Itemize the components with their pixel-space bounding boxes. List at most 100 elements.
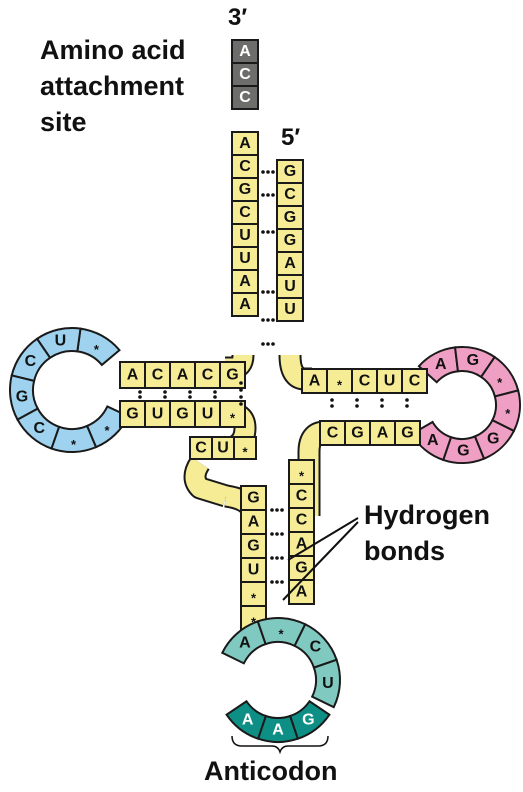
hbond-dot [239, 395, 243, 399]
base-letter: C [202, 367, 214, 384]
base-letter: A [248, 514, 260, 531]
hbond-dot [275, 580, 279, 584]
hydrogen-bonds-label-line-1: Hydrogen [364, 497, 490, 533]
base-letter: C [409, 373, 421, 390]
hbond-dot [266, 290, 270, 294]
attachment-label-line-3: site [40, 104, 87, 140]
base-letter: U [322, 675, 334, 692]
base-letter: A [127, 367, 139, 384]
hbond-dot [163, 395, 167, 399]
base-letter: C [152, 367, 164, 384]
hbond-dot [270, 532, 274, 536]
hbond-dot [138, 390, 142, 394]
hbond-dot [266, 342, 270, 346]
base-letter: U [202, 406, 214, 423]
hbond-dot [266, 170, 270, 174]
hbond-dot [213, 390, 217, 394]
d-stem-top-strand: ACACG [120, 362, 245, 388]
base-letter: U [239, 227, 251, 244]
base-letter: C [239, 66, 251, 83]
hbond-dot [405, 404, 409, 408]
hbond-dot [188, 395, 192, 399]
hbond-dot [271, 170, 275, 174]
hbond-dot [266, 230, 270, 234]
base-letter: A [239, 43, 251, 60]
hbond-dot [270, 556, 274, 560]
base-letter: A [377, 425, 389, 442]
anticodon-label: Anticodon [204, 753, 337, 789]
hbond-dot [405, 398, 409, 402]
base-letter: A [242, 711, 254, 728]
base-letter: G [467, 352, 479, 369]
hbond-dot [213, 395, 217, 399]
hbond-dot [271, 290, 275, 294]
base-letter: A [177, 367, 189, 384]
hbond-dot [188, 390, 192, 394]
hbond-dot [355, 398, 359, 402]
base-letter: C [195, 440, 207, 457]
hydrogen-bonds-label-line-2: bonds [364, 533, 445, 569]
hbond-dot [275, 532, 279, 536]
base-letter: U [217, 440, 229, 457]
hbond-dot [271, 230, 275, 234]
base-letter: A [239, 135, 251, 152]
base-letter: C [239, 158, 251, 175]
base-letter: A [284, 255, 296, 272]
base-letter: G [284, 232, 296, 249]
base-letter: U [284, 301, 296, 318]
base-letter: A [239, 296, 251, 313]
base-letter: A [309, 373, 321, 390]
hbond-dot [270, 580, 274, 584]
hbond-dot [261, 290, 265, 294]
t-stem-hbonds [330, 398, 409, 408]
base-letter: G [16, 388, 28, 405]
base-letter: G [487, 430, 499, 447]
hbond-dot [330, 398, 334, 402]
base-letter: U [55, 333, 67, 350]
base-letter: C [327, 425, 339, 442]
base-letter: A [239, 273, 251, 290]
base-letter: C [359, 373, 371, 390]
base-letter: G [401, 425, 413, 442]
hbond-dot [271, 318, 275, 322]
five-prime-end-label: 5′ [281, 124, 300, 152]
anticodon-stem-left-strand: GAGU** [241, 486, 266, 630]
base-letter: C [25, 353, 37, 370]
base-letter: U [248, 562, 260, 579]
base-letter: C [34, 420, 46, 437]
base-letter: G [239, 181, 251, 198]
base-letter: U [284, 278, 296, 295]
hbond-dot [380, 404, 384, 408]
hbond-dot [280, 508, 284, 512]
hbond-dot [270, 508, 274, 512]
acceptor-tail: ACC [232, 40, 258, 109]
hbond-dot [355, 404, 359, 408]
base-letter: U [384, 373, 396, 390]
base-letter: C [296, 512, 308, 529]
base-letter: A [435, 356, 447, 373]
hbond-dot [266, 193, 270, 197]
base-letter: U [239, 250, 251, 267]
acceptor-hbonds [261, 170, 275, 346]
hbond-dot [163, 390, 167, 394]
base-letter: A [427, 432, 439, 449]
anticodon-loop: A*CU [222, 618, 340, 707]
hbond-dot [261, 318, 265, 322]
hbond-dot [138, 395, 142, 399]
hbond-dot [261, 170, 265, 174]
hbond-dot [280, 580, 284, 584]
hbond-dot [271, 342, 275, 346]
hbond-dot [261, 193, 265, 197]
base-letter: C [239, 204, 251, 221]
base-letter: G [176, 406, 188, 423]
base-letter: A [239, 634, 251, 651]
base-letter: C [284, 186, 296, 203]
base-letter: C [239, 89, 251, 106]
